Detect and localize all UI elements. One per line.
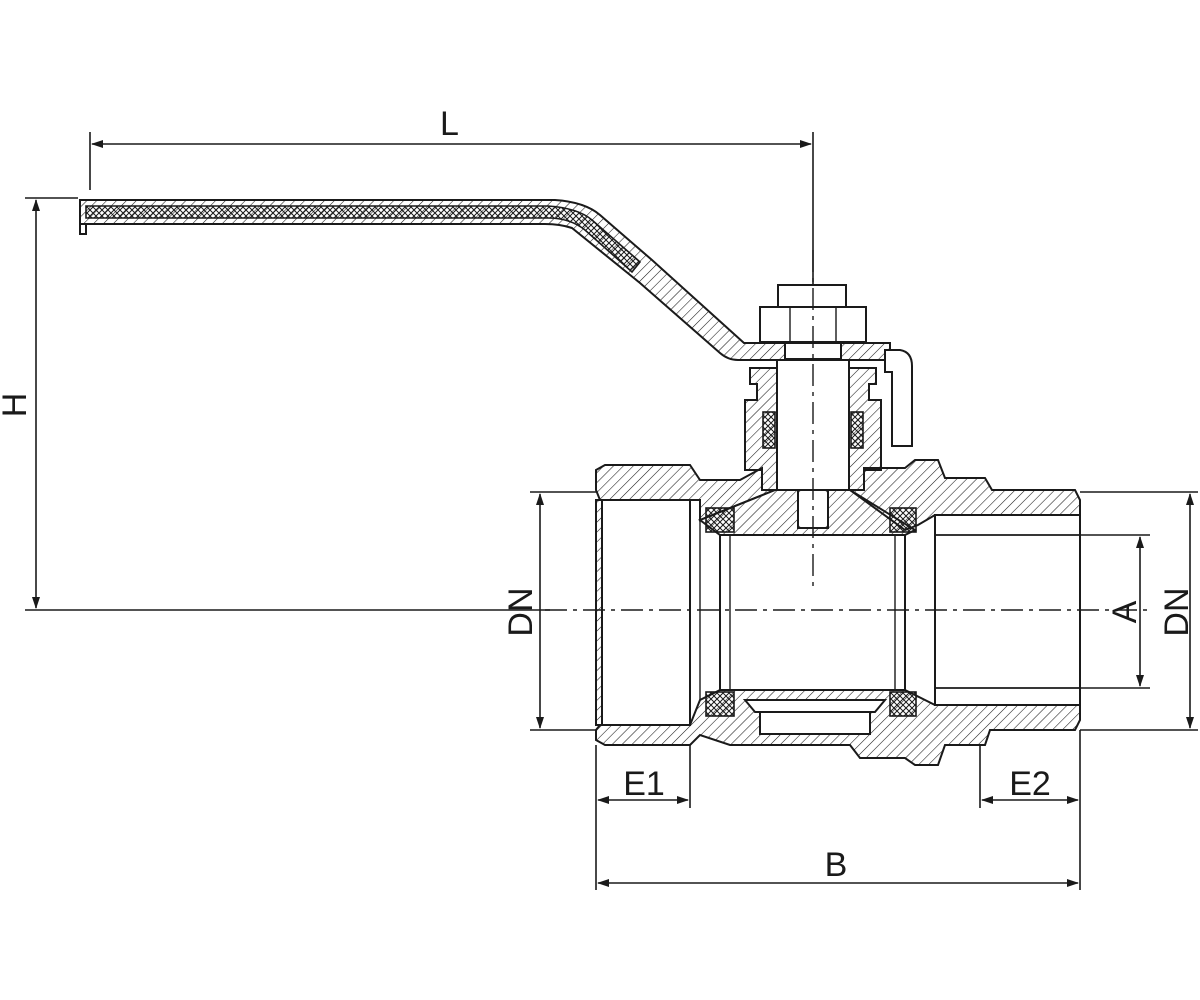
label-E2: E2 [1009, 765, 1051, 803]
label-DN-left: DN [502, 587, 540, 636]
label-B: B [825, 846, 848, 884]
center-lines [545, 250, 1150, 611]
lever-handle [79, 199, 913, 447]
gland [744, 367, 882, 491]
label-L: L [440, 105, 459, 143]
dimensions [25, 132, 1198, 890]
label-E1: E1 [623, 765, 665, 803]
label-H: H [0, 393, 34, 418]
label-DN-right: DN [1158, 587, 1196, 636]
label-A: A [1106, 600, 1144, 623]
valve-body [595, 459, 1081, 766]
